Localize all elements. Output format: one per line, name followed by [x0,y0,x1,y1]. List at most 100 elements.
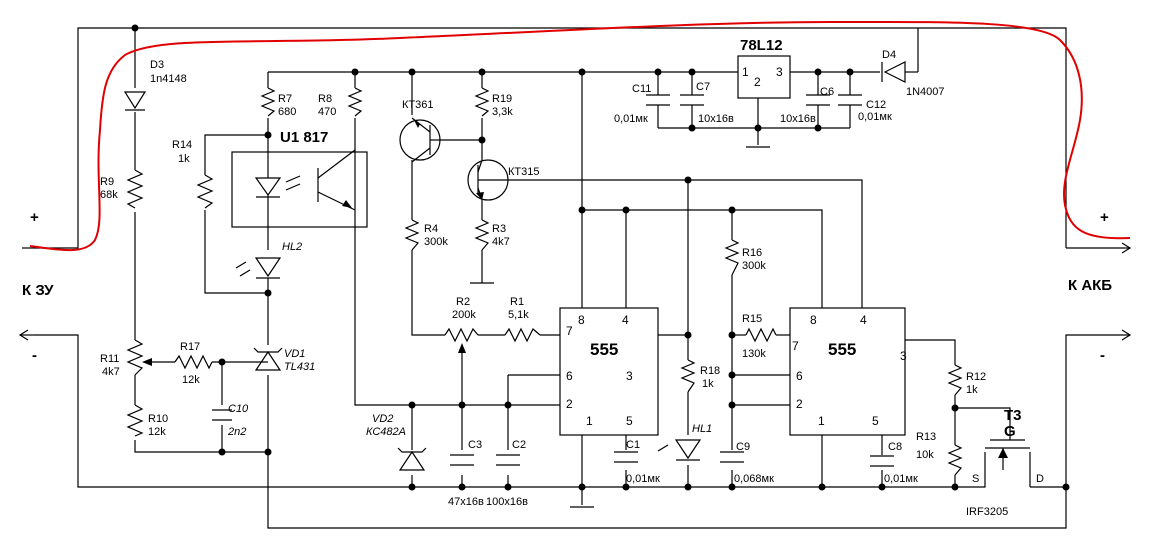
c3-value: 47x16в [448,496,484,508]
r13-name: R13 [916,431,936,443]
timer-right-pin-6: 6 [796,369,803,383]
c8-value: 0,01мк [884,473,918,485]
vd1-value: TL431 [284,361,315,373]
timer-left-pin-6: 6 [566,369,573,383]
r11-resistor-symbol [126,339,144,376]
c10-name: C10 [228,403,249,415]
r1-resistor-symbol [504,327,541,343]
r7-value: 680 [278,106,296,118]
r8-name: R8 [318,93,332,105]
r12-resistor-symbol [947,364,963,396]
timer-left-pin-5: 5 [626,414,633,428]
r9-value: 68k [100,189,118,201]
r4-resistor-symbol [404,219,420,251]
d3-diode-symbol [123,91,147,111]
c1-value: 0,01мк [626,473,660,485]
d4-value: 1N4007 [906,86,945,98]
r19-resistor-symbol [474,87,490,117]
r8-value: 470 [318,106,336,118]
labels: + - + - К ЗУ К АКБ D3 1n4148 R14 1k R9 6… [22,37,1112,518]
optocoupler-led-symbol [254,177,282,197]
regulator-78l12-body [737,55,791,99]
kt315-transistor-symbol [467,159,509,201]
c11-name: C11 [632,83,651,95]
r9-name: R9 [100,176,114,188]
r13-resistor-symbol [947,444,963,476]
hl1-label: HL1 [692,423,712,435]
r10-value: 12k [148,426,166,438]
r2-resistor-symbol [444,327,479,343]
timer-right-pin-4: 4 [860,313,867,327]
regulator-pin-2: 2 [754,75,761,89]
t3-source: S [972,473,979,485]
r12-name: R12 [966,371,986,383]
junction-dots [131,24,1070,491]
d3-name: D3 [150,59,164,71]
timer-555-left-name: 555 [590,340,618,359]
c12-name: C12 [866,99,886,111]
vd1-tl431-symbol [254,350,282,371]
r8-resistor-symbol [347,87,363,117]
timer-right-pin-3: 3 [900,349,907,363]
regulator-pin-3: 3 [776,65,783,79]
kt361-label: КТ361 [402,99,433,111]
r12-value: 1k [966,384,978,396]
vd2-zener-symbol [398,450,426,471]
r11-wiper-arrow [142,358,152,366]
r15-value: 130k [742,348,766,360]
r3-name: R3 [492,223,506,235]
r14-name: R14 [172,139,192,151]
c3-name: C3 [468,439,482,451]
red-annotation-loop [29,20,1131,252]
c9-name: C9 [736,441,750,453]
d3-value: 1n4148 [150,73,187,85]
timer-left-pin-7: 7 [566,324,573,338]
r10-name: R10 [148,413,168,425]
c7-value: 10x16в [698,113,734,125]
r11-value: 4k7 [102,366,120,378]
terminal-plus-right: + [1100,209,1109,226]
irf3205-mosfet-symbol [985,439,1030,470]
hl2-label: HL2 [282,241,302,253]
r1-value: 5,1k [508,309,529,321]
c9-value: 0,068мк [734,473,774,485]
timer-555-right-body [789,307,906,436]
timer-left-pin-8: 8 [578,313,585,327]
c12-value: 0,01мк [858,111,892,123]
r10-resistor-symbol [126,404,144,437]
wiring [34,27,1110,529]
r7-resistor-symbol [260,87,276,117]
terminal-minus-right: - [1100,347,1105,364]
timer-right-pin-7: 7 [792,339,799,353]
r15-resistor-symbol [745,327,777,343]
r17-name: R17 [180,341,200,353]
r3-resistor-symbol [474,219,490,251]
r13-value: 10k [916,449,934,461]
regulator-pin-1: 1 [742,65,749,79]
timer-555-left-body [559,307,659,436]
c6-name: C6 [820,86,834,98]
r16-value: 300k [742,260,766,272]
c6-value: 10x16в [780,113,816,125]
r2-name: R2 [456,296,470,308]
component-symbols [18,55,1132,508]
r3-value: 4k7 [492,236,510,248]
timer-right-pin-5: 5 [872,414,879,428]
t3-drain: D [1036,473,1044,485]
timer-left-pin-2: 2 [566,397,573,411]
timer-left-pin-3: 3 [626,369,633,383]
d4-name: D4 [882,49,896,61]
r11-name: R11 [100,353,119,365]
c2-name: C2 [512,439,526,451]
c1-name: C1 [626,439,640,451]
c10-value: 2n2 [227,426,246,438]
r18-resistor-symbol [680,359,696,393]
timer-555-right-name: 555 [828,340,856,359]
r16-resistor-symbol [724,239,740,276]
c7-name: C7 [696,81,710,93]
hl1-led-symbol [674,439,702,460]
r2-value: 200k [452,309,476,321]
r4-value: 300k [424,236,448,248]
timer-right-pin-1: 1 [818,414,825,428]
